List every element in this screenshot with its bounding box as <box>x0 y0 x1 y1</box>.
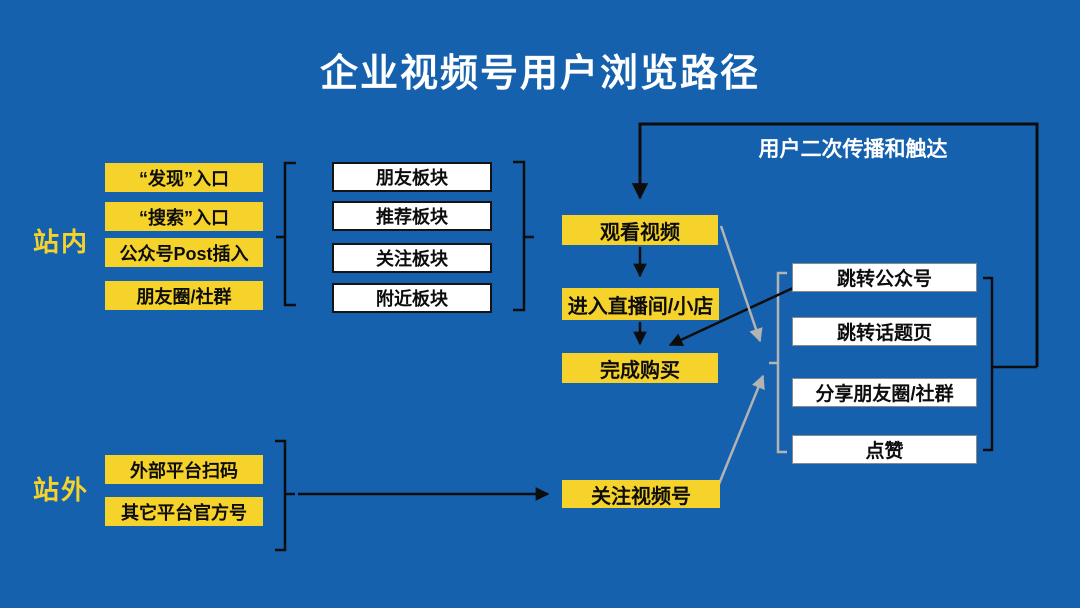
bracket-actions-right <box>983 276 1037 452</box>
offsite-label: 站外 <box>33 475 90 505</box>
bracket-feed-right <box>513 160 534 312</box>
box-jump-topic-page: 跳转话题页 <box>792 317 977 346</box>
onsite-label: 站内 <box>33 227 90 257</box>
arrow-feedback-loop <box>631 122 1039 367</box>
box-onsite-entry-moments: 朋友圈/社群 <box>105 281 263 310</box>
box-jump-official-account: 跳转公众号 <box>792 263 977 292</box>
arrow-follow-to-actions <box>717 374 765 485</box>
box-feed-friends: 朋友板块 <box>332 162 492 192</box>
arrow-jump-to-purchase <box>668 286 794 347</box>
box-like: 点赞 <box>792 435 977 464</box>
page-title: 企业视频号用户浏览路径 <box>319 53 760 95</box>
bracket-feed-left <box>276 161 296 307</box>
box-follow-channel: 关注视频号 <box>562 480 720 508</box>
bracket-actions-left <box>769 271 787 454</box>
box-watch-video: 观看视频 <box>562 215 718 245</box>
box-share-moments-groups: 分享朋友圈/社群 <box>792 378 977 407</box>
box-feed-following: 关注板块 <box>332 243 492 273</box>
bracket-offsite <box>275 439 295 552</box>
box-feed-nearby: 附近板块 <box>332 283 492 313</box>
feedback-label: 用户二次传播和触达 <box>758 138 948 161</box>
box-onsite-entry-discover: “发现”入口 <box>105 163 263 192</box>
box-offsite-scan: 外部平台扫码 <box>105 455 263 484</box>
box-enter-live-shop: 进入直播间/小店 <box>562 288 719 320</box>
arrow-watch-to-actions <box>719 225 763 343</box>
box-offsite-official: 其它平台官方号 <box>105 497 263 526</box>
box-complete-purchase: 完成购买 <box>562 353 718 383</box>
box-feed-recommend: 推荐板块 <box>332 201 492 231</box>
box-onsite-entry-search: “搜索”入口 <box>105 202 263 231</box>
box-onsite-entry-post: 公众号Post插入 <box>105 238 263 267</box>
